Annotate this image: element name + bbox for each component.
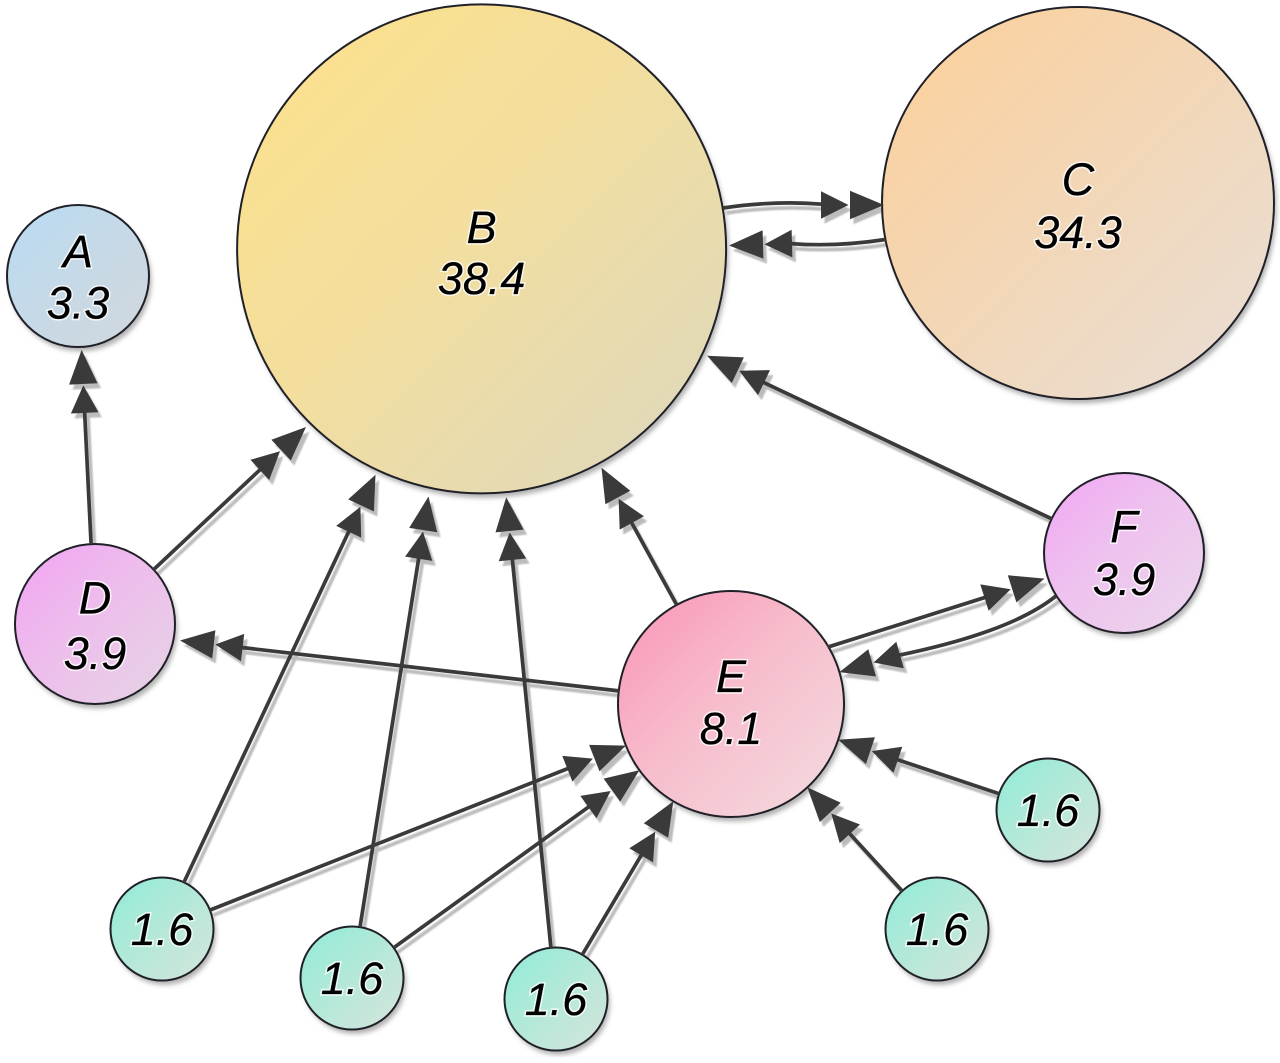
svg-text:34.3: 34.3 (1034, 207, 1122, 258)
svg-text:3.9: 3.9 (1093, 554, 1156, 605)
svg-text:1.6: 1.6 (525, 974, 589, 1025)
svg-text:D: D (79, 573, 112, 624)
svg-text:3.9: 3.9 (1093, 554, 1156, 605)
svg-text:F: F (1110, 501, 1140, 552)
svg-text:C: C (1062, 154, 1095, 205)
svg-text:38.4: 38.4 (438, 253, 526, 304)
svg-text:3.3: 3.3 (47, 278, 110, 329)
svg-text:3.9: 3.9 (64, 628, 127, 679)
svg-text:1.6: 1.6 (131, 904, 195, 955)
svg-text:34.3: 34.3 (1034, 207, 1122, 258)
svg-text:C: C (1062, 154, 1095, 205)
svg-text:B: B (467, 202, 497, 253)
svg-text:1.6: 1.6 (321, 953, 385, 1004)
svg-text:1.6: 1.6 (1017, 785, 1081, 836)
svg-text:1.6: 1.6 (131, 904, 195, 955)
svg-text:D: D (79, 573, 112, 624)
svg-text:1.6: 1.6 (321, 953, 385, 1004)
svg-text:A: A (60, 226, 93, 277)
svg-text:1.6: 1.6 (525, 974, 589, 1025)
svg-text:B: B (467, 202, 497, 253)
svg-text:E: E (716, 651, 747, 702)
svg-text:F: F (1110, 501, 1140, 552)
svg-text:1.6: 1.6 (906, 904, 970, 955)
svg-text:E: E (716, 651, 747, 702)
svg-text:3.9: 3.9 (64, 628, 127, 679)
svg-text:38.4: 38.4 (438, 253, 526, 304)
svg-text:1.6: 1.6 (906, 904, 970, 955)
svg-text:8.1: 8.1 (700, 703, 763, 754)
svg-text:3.3: 3.3 (47, 278, 110, 329)
svg-text:A: A (60, 226, 93, 277)
svg-text:1.6: 1.6 (1017, 785, 1081, 836)
svg-text:8.1: 8.1 (700, 703, 763, 754)
